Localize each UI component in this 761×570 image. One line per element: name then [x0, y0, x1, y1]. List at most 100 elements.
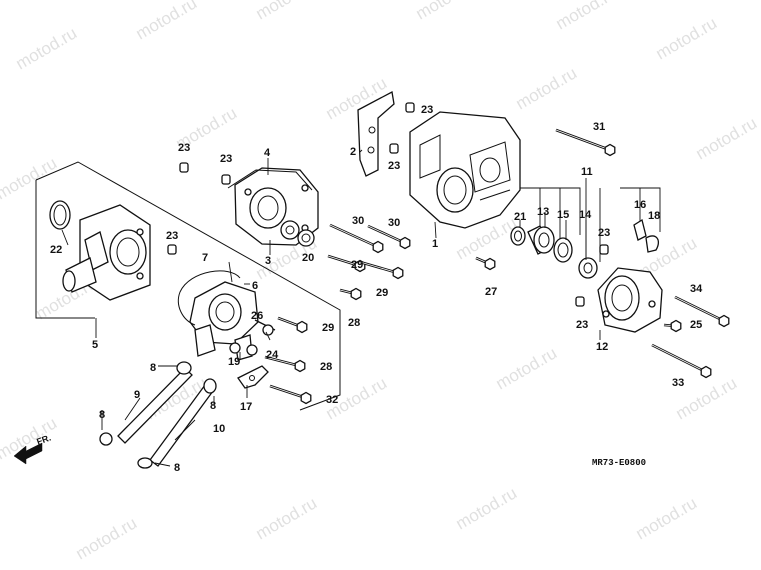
label-part-20: 20	[302, 252, 314, 264]
label-part-23c: 23	[166, 230, 178, 242]
hose-clamp-part-8a	[176, 361, 192, 375]
bolt-part-34	[674, 295, 730, 328]
bolt-part-32	[269, 384, 312, 405]
dowel-pin-23g	[575, 296, 585, 307]
label-part-15: 15	[557, 209, 569, 221]
label-part-2: 2	[350, 146, 356, 158]
bolt-part-28a	[339, 287, 362, 301]
label-part-31: 31	[593, 121, 605, 133]
label-part-16: 16	[634, 199, 646, 211]
label-part-8c: 8	[99, 409, 105, 421]
label-part-25: 25	[690, 319, 702, 331]
label-part-30b: 30	[388, 217, 400, 229]
watermark-text: motod.ru	[513, 63, 581, 113]
label-part-21: 21	[514, 211, 526, 223]
watermark-text: motod.ru	[73, 513, 141, 563]
bolt-part-25	[663, 319, 682, 333]
label-part-10: 10	[213, 423, 225, 435]
assembly-outline-5	[35, 161, 341, 411]
label-part-29a: 29	[322, 322, 334, 334]
label-part-8d: 8	[174, 462, 180, 474]
label-part-28b: 28	[320, 361, 332, 373]
front-direction-arrow: FR.	[13, 433, 52, 465]
label-part-23b: 23	[220, 153, 232, 165]
bolt-part-29b	[359, 260, 404, 280]
bolt-part-29c	[277, 316, 308, 334]
bracket-part-2	[357, 91, 395, 177]
label-part-8b: 8	[210, 400, 216, 412]
gasket-part-4	[227, 169, 313, 191]
label-part-23e: 23	[388, 160, 400, 172]
seal-part-15	[553, 237, 573, 263]
bolt-part-31	[555, 128, 616, 157]
diagram-code: MR73-E0800	[592, 458, 646, 468]
watermark-text: motod.ru	[13, 23, 81, 73]
label-part-13: 13	[537, 206, 549, 218]
label-part-19: 19	[228, 356, 240, 368]
bolt-part-33	[651, 343, 712, 379]
label-part-32: 32	[326, 394, 338, 406]
dowel-pin-23d	[405, 102, 415, 113]
watermark-text: motod.ru	[133, 0, 201, 43]
label-part-1: 1	[432, 238, 438, 250]
label-part-27: 27	[485, 286, 497, 298]
label-part-34: 34	[690, 283, 703, 295]
bolt-part-27	[475, 256, 496, 271]
watermark-text: motod.ru	[253, 0, 321, 23]
hose-part-9	[117, 367, 193, 444]
label-part-22: 22	[50, 244, 62, 256]
watermark-text: motod.ru	[633, 493, 701, 543]
label-part-24: 24	[266, 349, 279, 361]
label-part-29b: 29	[351, 259, 363, 271]
label-part-30a: 30	[352, 215, 364, 227]
watermark-text: motod.ru	[553, 0, 621, 33]
assembly-bracket-lines	[520, 187, 661, 262]
watermark-text: motod.ru	[493, 343, 561, 393]
label-part-23g: 23	[576, 319, 588, 331]
dowel-pin-23c	[167, 244, 177, 255]
washer-part-24	[246, 344, 258, 356]
label-part-14: 14	[579, 209, 592, 221]
oil-seal-part-21	[510, 226, 526, 246]
bolt-group	[264, 128, 730, 405]
o-ring-part-7	[177, 270, 241, 326]
label-part-33: 33	[672, 377, 684, 389]
dowel-pin-23f	[599, 244, 609, 255]
label-part-17: 17	[240, 401, 252, 413]
watermark-text: motod.ru	[413, 0, 481, 23]
fitting-part-16	[633, 218, 647, 241]
rear-cover-part-1	[409, 111, 521, 229]
label-part-8a: 8	[150, 362, 156, 374]
label-part-7: 7	[202, 252, 208, 264]
hose-clamp-part-8d	[137, 457, 153, 469]
label-part-11: 11	[581, 166, 593, 178]
label-part-5: 5	[92, 339, 98, 351]
impeller-part-14	[578, 257, 598, 279]
label-part-9: 9	[134, 389, 140, 401]
bearing-part-13	[527, 225, 555, 255]
hose-clamp-part-8b	[203, 378, 217, 394]
label-part-23f: 23	[598, 227, 610, 239]
pump-body-part-3	[234, 167, 319, 246]
clamp-part-17	[237, 365, 269, 389]
dowel-pin-23e	[389, 143, 399, 154]
label-part-23a: 23	[178, 142, 190, 154]
dowel-pin-23b	[221, 174, 231, 185]
label-part-23d: 23	[421, 104, 433, 116]
watermark-text: motod.ru	[0, 153, 60, 203]
plug-part-20	[297, 229, 315, 247]
bolt-part-28b	[264, 355, 306, 373]
part-labels: 1 2 3 4 5 6 7 8 8 8 8 9 10 11 12 13 14 1…	[50, 104, 703, 474]
label-part-26: 26	[251, 310, 263, 322]
bolt-part-26	[254, 319, 276, 336]
watermark-text: motod.ru	[453, 483, 521, 533]
fitting-part-18	[645, 235, 660, 253]
label-part-4: 4	[264, 147, 271, 159]
label-part-6: 6	[252, 280, 258, 292]
washer-part-19	[229, 342, 241, 354]
label-part-3: 3	[265, 255, 271, 267]
watermark-text: motod.ru	[693, 113, 761, 163]
pump-cover-part-12	[597, 267, 663, 333]
hose-clamp-part-8c	[99, 432, 113, 446]
